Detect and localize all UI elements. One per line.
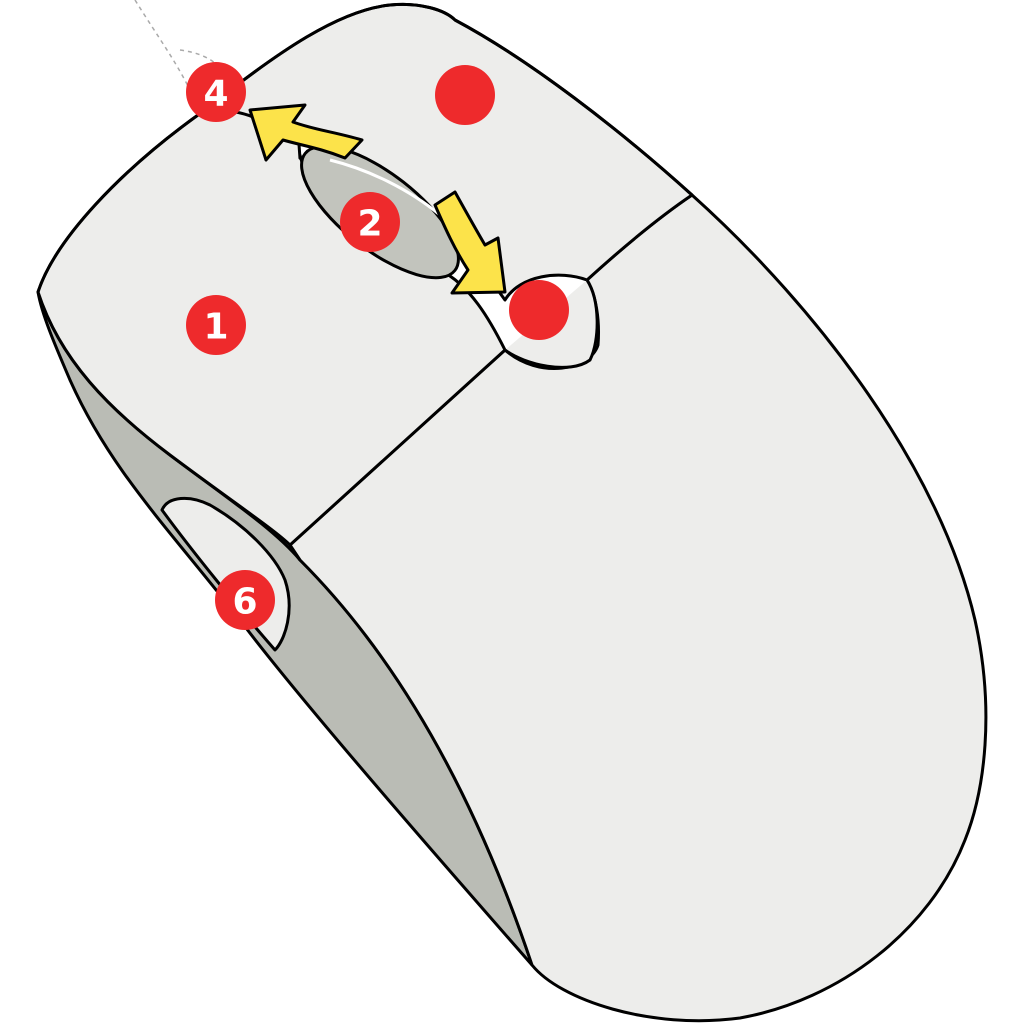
marker-circle xyxy=(435,65,495,125)
tilt-left-arrow xyxy=(248,103,364,162)
marker-tilt-right xyxy=(509,280,569,340)
marker-left-button: 1 xyxy=(186,295,246,355)
marker-label: 6 xyxy=(232,582,257,623)
marker-tilt-left: 4 xyxy=(186,62,246,122)
marker-circle xyxy=(186,62,246,122)
marker-label: 4 xyxy=(203,74,228,115)
marker-side-button: 6 xyxy=(215,570,275,630)
scroll-arrow xyxy=(433,190,507,295)
marker-circle xyxy=(215,570,275,630)
marker-circle xyxy=(509,280,569,340)
marker-scroll-wheel: 2 xyxy=(340,192,400,252)
marker-right-button xyxy=(435,65,495,125)
marker-circle xyxy=(186,295,246,355)
wheel-highlight xyxy=(329,158,441,217)
marker-label: 2 xyxy=(357,204,382,245)
marker-circle xyxy=(340,192,400,252)
shell-top-outline xyxy=(36,2,694,293)
marker-label: 1 xyxy=(203,307,228,348)
